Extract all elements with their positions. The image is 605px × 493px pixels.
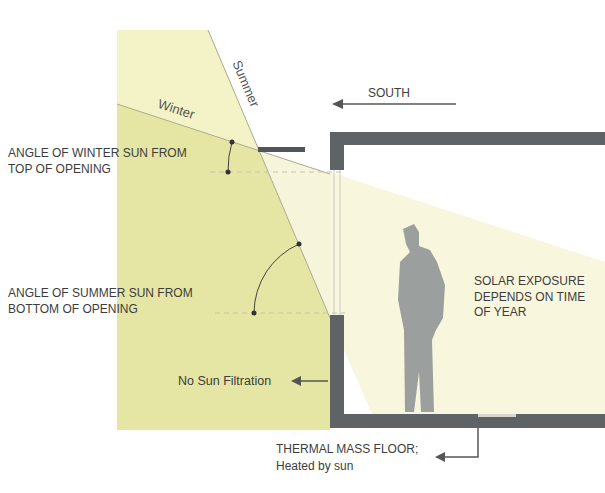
angle-label: ANGLE OF WINTER SUN FROM TOP OF OPENING: [8, 146, 208, 177]
floor-label: Heated by sun: [276, 459, 353, 475]
opening-bottom-line: [215, 313, 345, 314]
overhang: [258, 147, 305, 152]
window-glass: [340, 170, 341, 315]
person-silhouette: [398, 224, 445, 412]
wall-lower: [330, 315, 344, 428]
season-label: Summer: [228, 58, 263, 110]
season-label: Winter: [156, 96, 197, 124]
arrow-head: [435, 452, 445, 462]
angle-dot: [297, 242, 302, 247]
leader-arrow: [300, 380, 328, 382]
wall-upper: [330, 132, 344, 170]
sun-beam: [330, 172, 605, 414]
south-arrow: [342, 103, 456, 105]
winter-sun-line: [117, 104, 330, 174]
direction-label: SOUTH: [368, 86, 410, 102]
summer-sun-line: [208, 30, 330, 318]
arrow-head: [291, 376, 301, 386]
angle-label: ANGLE OF SUMMER SUN FROM BOTTOM OF OPENI…: [8, 286, 223, 317]
angle-dot: [226, 170, 231, 175]
arrow-head: [332, 99, 343, 109]
note-label: SOLAR EXPOSURE DEPENDS ON TIME OF YEAR: [474, 274, 599, 321]
angle-dot: [230, 140, 235, 145]
window-glass: [334, 170, 335, 315]
angle-dot: [252, 311, 257, 316]
summer-angle-arc: [254, 244, 299, 313]
floor-mark: [478, 414, 516, 417]
leader-arrow: [444, 428, 478, 457]
roof-wall: [330, 132, 605, 145]
note-label: No Sun Filtration: [178, 373, 271, 389]
thermal-mass-floor: [330, 414, 605, 428]
floor-label: THERMAL MASS FLOOR;: [276, 442, 418, 458]
winter-angle-arc: [228, 142, 232, 172]
